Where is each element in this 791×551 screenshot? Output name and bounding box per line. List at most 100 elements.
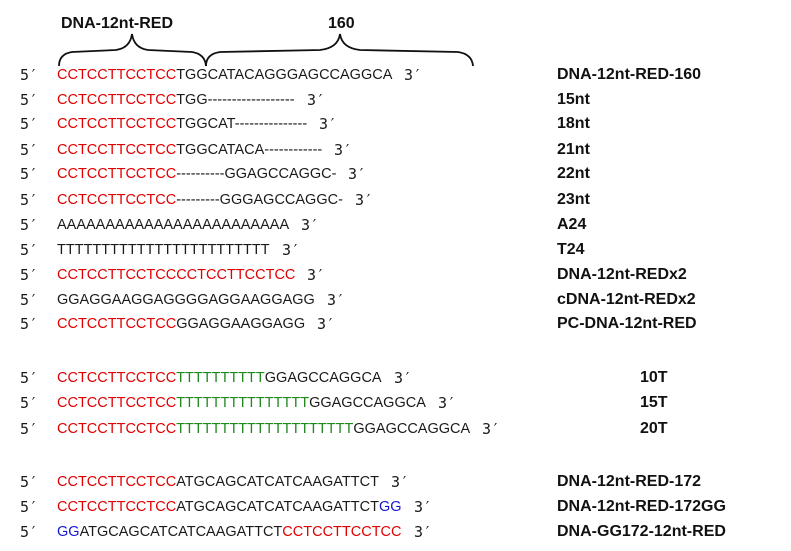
five-prime-label: 5′ — [20, 420, 39, 438]
bracket-right-label: 160 — [328, 15, 355, 32]
five-prime-label: 5′ — [20, 241, 39, 259]
sequence-segment-black: TGGCATACAGGGAGCCAGGCA — [176, 67, 393, 83]
sequence-text: CCTCCTTCCTCCCCTCCTTCCTCC — [57, 264, 295, 286]
sequence-segment-red: CCTCCTTCCTCC — [57, 474, 177, 490]
bracket-left-label: DNA-12nt-RED — [61, 15, 173, 32]
sequence-segment-red: CCTCCTTCCTCC — [57, 92, 177, 108]
three-prime-label: 3′ — [307, 266, 326, 284]
sequence-segment-black: ----------GGAGCCAGGC- — [176, 166, 337, 182]
sequence-segment-black: ---------GGGAGCCAGGC- — [176, 192, 343, 208]
bracket-12nt — [58, 33, 207, 67]
sequence-label: 10T — [640, 369, 668, 386]
sequence-segment-red: CCTCCTTCCTCC — [57, 395, 177, 411]
five-prime-label: 5′ — [20, 191, 39, 209]
three-prime-label: 3′ — [317, 315, 336, 333]
five-prime-label: 5′ — [20, 315, 39, 333]
sequence-segment-red: CCTCCTTCCTCC — [57, 116, 177, 132]
sequence-text: CCTCCTTCCTCCTTTTTTTTTTGGAGCCAGGCA — [57, 367, 382, 389]
sequence-text: TTTTTTTTTTTTTTTTTTTTTTTT — [57, 239, 270, 261]
sequence-label: 23nt — [557, 191, 590, 208]
sequence-text: GGAGGAAGGAGGGGAGGAAGGAGG — [57, 289, 315, 311]
sequence-label: DNA-12nt-RED-160 — [557, 66, 702, 83]
sequence-segment-green: TTTTTTTTTTTTTTT — [176, 395, 310, 411]
sequence-segment-black: GGAGCCAGGCA — [264, 370, 382, 386]
sequence-segment-green: TTTTTTTTTTTTTTTTTTTT — [176, 421, 354, 437]
three-prime-label: 3′ — [307, 91, 326, 109]
sequence-segment-black: TTTTTTTTTTTTTTTTTTTTTTTT — [57, 242, 270, 258]
bracket-160 — [205, 33, 474, 67]
sequence-text: CCTCCTTCCTCCATGCAGCATCATCAAGATTCT — [57, 471, 379, 493]
sequence-label: 18nt — [557, 115, 590, 132]
sequence-segment-red: CCTCCTTCCTCC — [57, 67, 177, 83]
sequence-label: 15T — [640, 394, 668, 411]
sequence-segment-black: GGAGCCAGGCA — [309, 395, 426, 411]
sequence-segment-red: CCTCCTTCCTCC — [57, 192, 177, 208]
sequence-segment-black: TGGCATACA------------ — [176, 142, 323, 158]
sequence-segment-black: ATGCAGCATCATCAAGATTCT — [79, 524, 283, 540]
five-prime-label: 5′ — [20, 141, 39, 159]
three-prime-label: 3′ — [414, 498, 433, 516]
sequence-segment-red: CCTCCTTCCTCC — [57, 142, 177, 158]
sequence-text: AAAAAAAAAAAAAAAAAAAAAAAA — [57, 214, 289, 236]
sequence-segment-black: GGAGCCAGGCA — [353, 421, 471, 437]
three-prime-label: 3′ — [301, 216, 320, 234]
sequence-segment-red: CCTCCTTCCTCC — [57, 421, 177, 437]
three-prime-label: 3′ — [319, 115, 338, 133]
sequence-text: CCTCCTTCCTCCTTTTTTTTTTTTTTTGGAGCCAGGCA — [57, 392, 426, 414]
sequence-text: CCTCCTTCCTCCATGCAGCATCATCAAGATTCTGG — [57, 496, 402, 518]
sequence-segment-black: TGG------------------ — [176, 92, 295, 108]
sequence-segment-red: CCTCCTTCCTCC — [57, 316, 177, 332]
five-prime-label: 5′ — [20, 115, 39, 133]
five-prime-label: 5′ — [20, 369, 39, 387]
sequence-segment-black: TGGCAT--------------- — [176, 116, 308, 132]
sequence-segment-red: CCTCCTTCCTCCCCTCCTTCCTCC — [57, 267, 296, 283]
three-prime-label: 3′ — [438, 394, 457, 412]
five-prime-label: 5′ — [20, 523, 39, 541]
sequence-text: CCTCCTTCCTCCTGGCAT--------------- — [57, 113, 307, 135]
sequence-segment-black: ATGCAGCATCATCAAGATTCT — [176, 499, 379, 515]
sequence-segment-black: GGAGGAAGGAGGGGAGGAAGGAGG — [57, 292, 315, 308]
five-prime-label: 5′ — [20, 91, 39, 109]
sequence-segment-red: CCTCCTTCCTCC — [57, 499, 177, 515]
five-prime-label: 5′ — [20, 291, 39, 309]
five-prime-label: 5′ — [20, 473, 39, 491]
sequence-text: CCTCCTTCCTCC----------GGAGCCAGGC- — [57, 163, 336, 185]
sequence-segment-green: TTTTTTTTTT — [176, 370, 265, 386]
sequence-text: CCTCCTTCCTCCTGGCATACAGGGAGCCAGGCA — [57, 64, 392, 86]
five-prime-label: 5′ — [20, 266, 39, 284]
sequence-label: 22nt — [557, 165, 590, 182]
sequence-text: CCTCCTTCCTCCGGAGGAAGGAGG — [57, 313, 305, 335]
sequence-segment-black: GGAGGAAGGAGG — [176, 316, 306, 332]
five-prime-label: 5′ — [20, 394, 39, 412]
sequence-label: DNA-GG172-12nt-RED — [557, 523, 726, 540]
three-prime-label: 3′ — [394, 369, 413, 387]
sequence-label: T24 — [557, 241, 585, 258]
three-prime-label: 3′ — [414, 523, 433, 541]
three-prime-label: 3′ — [327, 291, 346, 309]
sequence-segment-black: AAAAAAAAAAAAAAAAAAAAAAAA — [57, 217, 290, 233]
sequence-text: CCTCCTTCCTCCTGG------------------ — [57, 89, 295, 111]
five-prime-label: 5′ — [20, 498, 39, 516]
three-prime-label: 3′ — [404, 66, 423, 84]
sequence-label: A24 — [557, 216, 587, 233]
sequence-label: DNA-12nt-REDx2 — [557, 266, 687, 283]
sequence-label: DNA-12nt-RED-172 — [557, 473, 702, 490]
five-prime-label: 5′ — [20, 66, 39, 84]
sequence-segment-red: CCTCCTTCCTCC — [57, 166, 177, 182]
sequence-label: cDNA-12nt-REDx2 — [557, 291, 696, 308]
three-prime-label: 3′ — [282, 241, 301, 259]
sequence-label: 21nt — [557, 141, 590, 158]
sequence-segment-black: ATGCAGCATCATCAAGATTCT — [176, 474, 379, 490]
sequence-text: GGATGCAGCATCATCAAGATTCTCCTCCTTCCTCC — [57, 521, 402, 543]
sequence-segment-red: CCTCCTTCCTCC — [282, 524, 402, 540]
sequence-text: CCTCCTTCCTCCTGGCATACA------------ — [57, 139, 322, 161]
sequence-label: 15nt — [557, 91, 590, 108]
three-prime-label: 3′ — [348, 165, 367, 183]
sequence-text: CCTCCTTCCTCC---------GGGAGCCAGGC- — [57, 189, 343, 211]
sequence-label: PC-DNA-12nt-RED — [557, 315, 697, 332]
bracket-annotation — [58, 33, 474, 67]
sequence-text: CCTCCTTCCTCCTTTTTTTTTTTTTTTTTTTTGGAGCCAG… — [57, 418, 470, 440]
five-prime-label: 5′ — [20, 165, 39, 183]
three-prime-label: 3′ — [355, 191, 374, 209]
sequence-label: DNA-12nt-RED-172GG — [557, 498, 726, 515]
